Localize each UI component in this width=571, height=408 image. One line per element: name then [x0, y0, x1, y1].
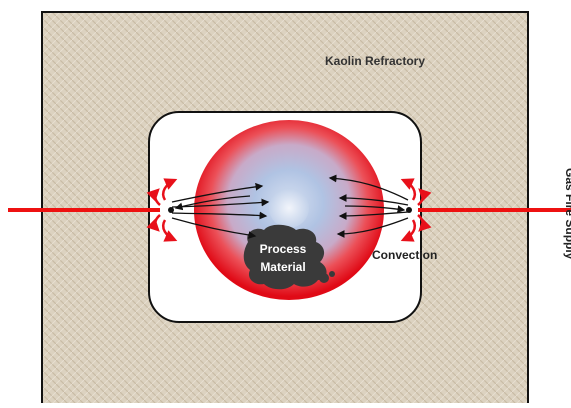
left-burner-nozzle: [168, 207, 174, 213]
material-particle: [329, 271, 335, 277]
process-material-blob: [243, 224, 327, 290]
refractory-label: Kaolin Refractory: [325, 54, 426, 68]
hot-spot: [269, 188, 309, 228]
gas-supply-label: Gas Fire Supply: [563, 168, 571, 260]
convection-label: Convection: [372, 248, 438, 262]
right-burner-flame-burst-icon: [400, 178, 432, 242]
process-material-label-line2: Material: [260, 260, 306, 274]
left-burner-flame-burst-icon: [146, 178, 178, 242]
right-burner-nozzle: [406, 207, 412, 213]
process-material-label-line1: Process: [259, 242, 307, 256]
material-particle: [319, 273, 329, 283]
convection-arrows-left: [171, 182, 270, 239]
convection-arrows-right: [328, 174, 409, 238]
process-material-label: Process Material: [250, 240, 316, 276]
